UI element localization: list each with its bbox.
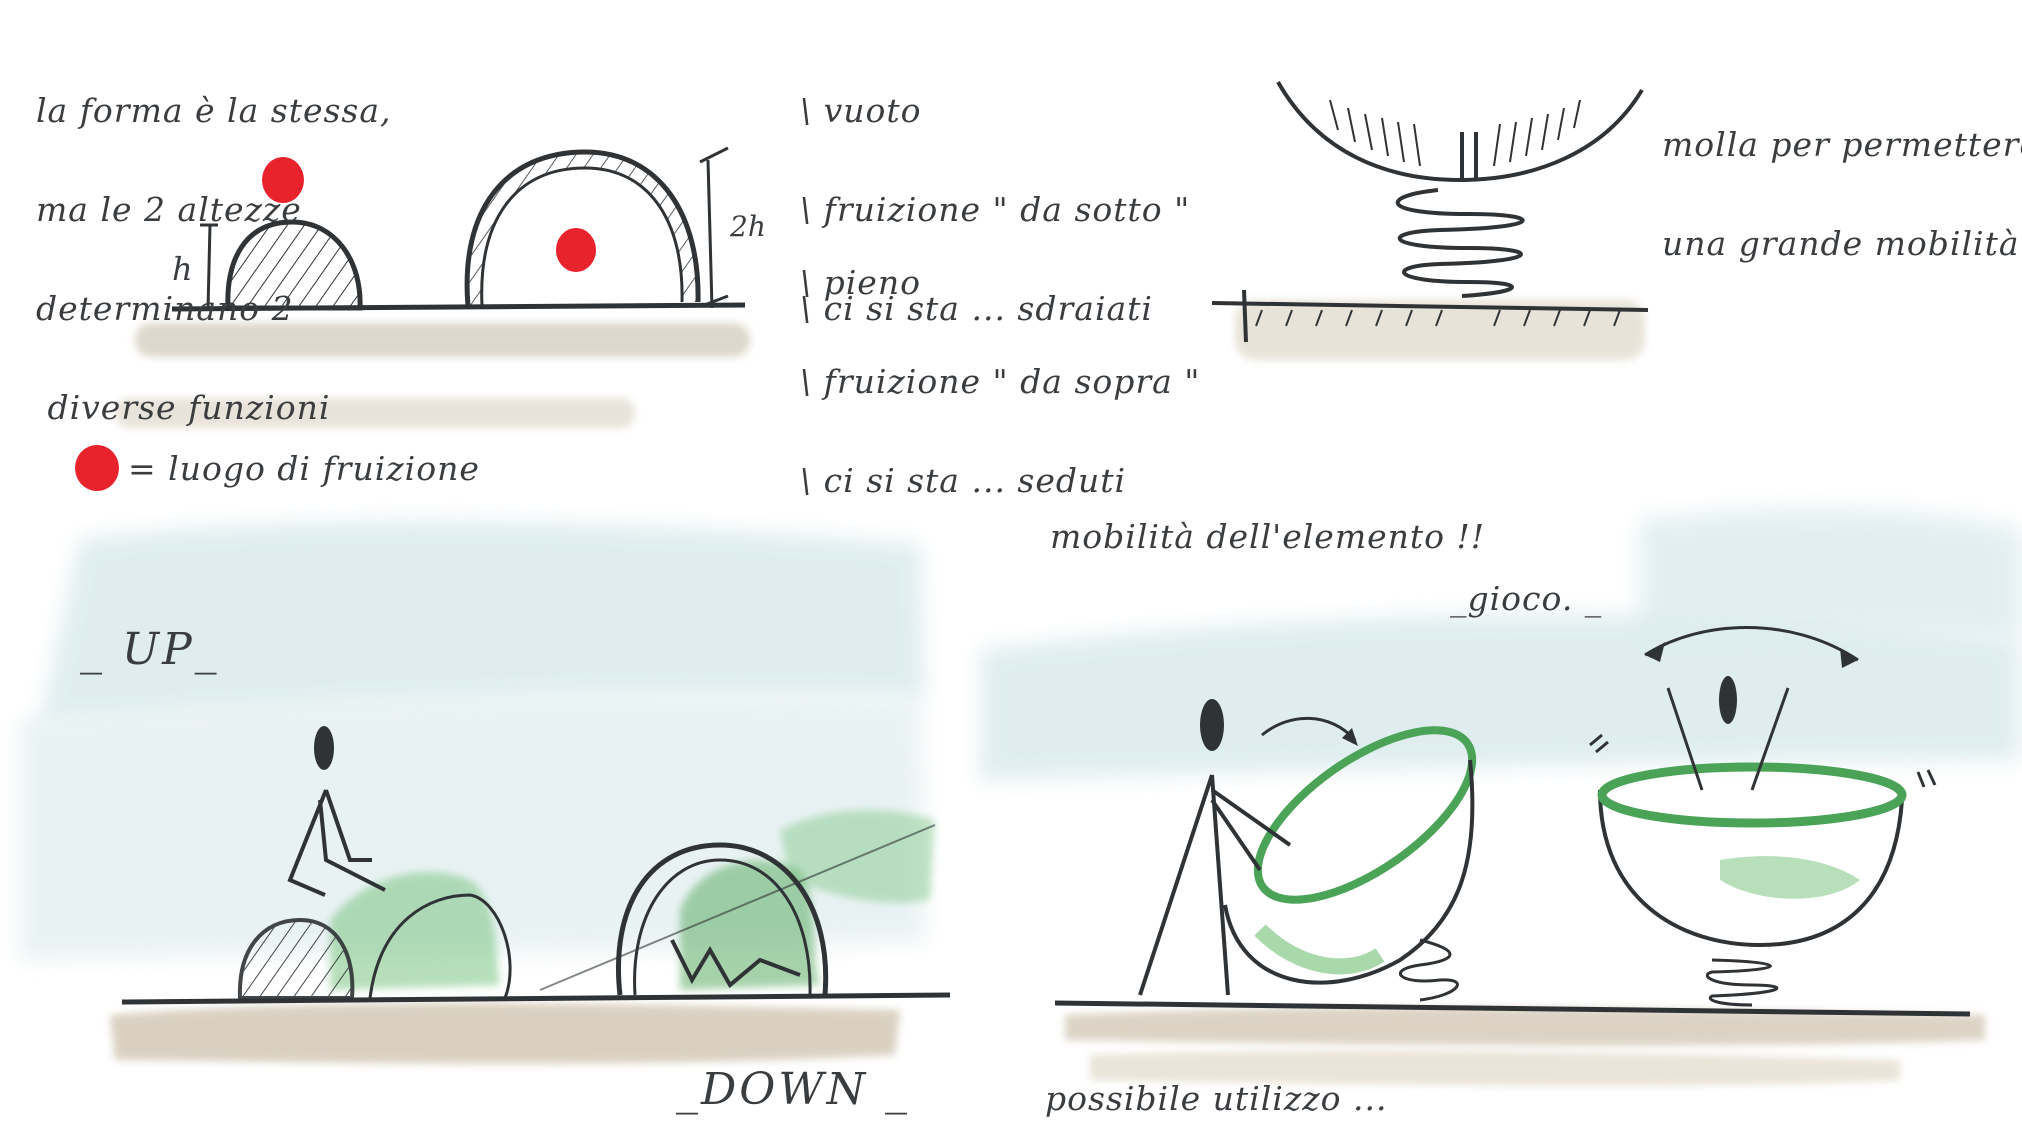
dimension-2h-label: 2h [729,210,766,243]
note-line: \ pieno [800,266,1201,299]
label-up: _ UP_ [80,628,220,672]
ground-tick [1244,290,1246,342]
upright-figure-head [1719,676,1737,724]
motion-marks-right [1918,770,1935,787]
spring [1398,190,1523,296]
note-possibile: possibile utilizzo ... [1045,1082,1387,1115]
note-line: determinano 2 [36,292,392,325]
upright-bowl-rim [1602,767,1902,823]
figure-head [314,726,334,770]
note-pieno: \ pieno \ fruizione " da sopra " \ ci si… [800,200,1201,530]
note-molla: molla per permettere una grande mobilità… [1662,62,2022,293]
note-forma: la forma è la stessa, ma le 2 altezze de… [36,28,392,457]
note-line: \ fruizione " da sopra " [800,365,1201,398]
note-line: la forma è la stessa, [36,94,392,127]
dimension-tick [700,148,728,162]
note-line: \ vuoto [800,94,1190,127]
upright-bowl-green [1720,856,1860,899]
sky-wash [1640,509,2022,640]
sky-wash [980,615,2020,780]
tilted-bowl-body [1225,760,1472,983]
note-line: diverse funzioni [36,391,392,424]
person-head [1200,699,1224,751]
ground-wash [110,1003,900,1064]
bowl-spring-diagram [1212,82,1648,360]
large-arch-outer [467,152,698,306]
upright-spring [1707,960,1777,1005]
note-line: molla per permettere [1662,128,2022,161]
legend-label: = luogo di fruizione [128,452,480,485]
red-dot-inside-large-arch [556,228,596,272]
large-arch-hatch [467,152,698,306]
note-line: una grande mobilità _ [1662,227,2022,260]
note-gioco: _gioco. _ [1450,582,1602,615]
tilted-bowl-green [1260,930,1380,966]
note-line: ma le 2 altezze [36,193,392,226]
dimension-2h-line [708,160,712,308]
up-down-scene [20,521,950,1063]
person-body [1140,775,1290,995]
note-mobilita: mobilità dell'elemento !! [1050,520,1485,553]
label-down: _DOWN _ [676,1068,910,1112]
bowl-hatch [1330,100,1580,166]
note-line: \ ci si sta ... seduti [800,464,1201,497]
tilted-spring [1400,940,1457,1000]
